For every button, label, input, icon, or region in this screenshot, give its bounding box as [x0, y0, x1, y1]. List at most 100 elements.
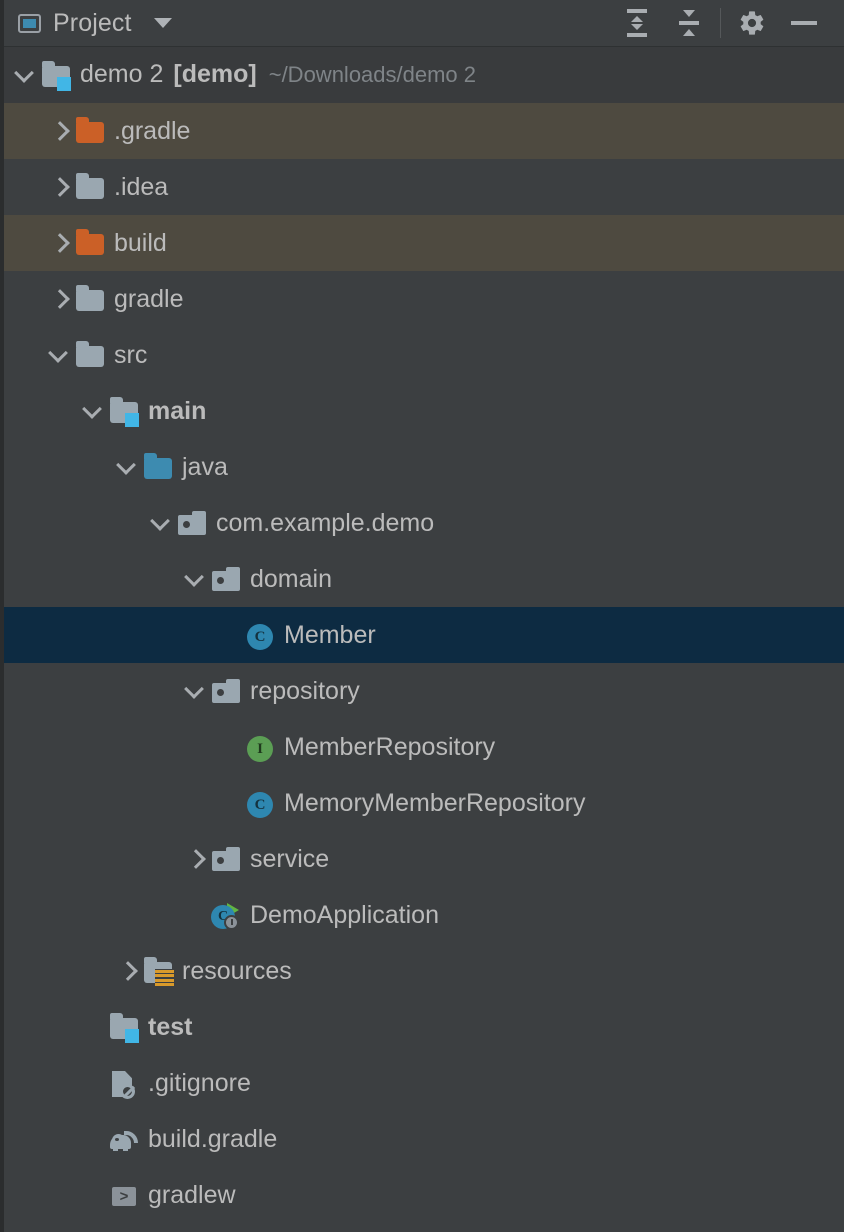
- tree-row-text: domain: [250, 564, 332, 593]
- shell-script-icon: >: [112, 1187, 136, 1206]
- tree-row-text: .gitignore: [148, 1068, 251, 1097]
- tree-row-icon: [108, 1012, 142, 1043]
- tree-row-icon: [40, 60, 74, 91]
- tree-row-icon: [142, 452, 176, 482]
- chevron-down-icon[interactable]: [12, 62, 38, 88]
- tree-row-label: resources: [182, 956, 292, 985]
- tree-row-member[interactable]: C Member: [0, 607, 844, 663]
- toolbar-separator: [720, 8, 721, 38]
- project-tree[interactable]: demo 2[demo]~/Downloads/demo 2 .gradle .id…: [0, 47, 844, 1232]
- tree-row-icon: C: [244, 788, 278, 818]
- tree-row-icon: >: [108, 1180, 142, 1210]
- tree-row-gradlew[interactable]: >gradlew: [0, 1167, 844, 1223]
- tree-row-text: MemoryMemberRepository: [284, 790, 585, 816]
- tree-row-icon: [176, 508, 210, 538]
- tree-row-label: src: [114, 340, 148, 369]
- collapse-all-button[interactable]: [663, 3, 715, 43]
- tree-row-build-gradle[interactable]: build.gradle: [0, 1111, 844, 1167]
- tool-window-title: Project: [53, 8, 132, 37]
- project-view-icon: [18, 13, 41, 33]
- tree-row-service[interactable]: service: [0, 831, 844, 887]
- tree-row-test[interactable]: test: [0, 999, 844, 1055]
- tree-row-icon: [74, 284, 108, 314]
- tree-row-text: src: [114, 340, 148, 369]
- tree-indent-spacer: [80, 1182, 106, 1208]
- tree-row-text: main: [148, 396, 207, 425]
- tree-row-text: gradle: [114, 284, 184, 313]
- chevron-down-icon[interactable]: [182, 566, 208, 592]
- tree-indent-spacer: [80, 1014, 106, 1040]
- chevron-right-icon[interactable]: [46, 230, 72, 256]
- tree-row-icon: [108, 396, 142, 427]
- chevron-down-icon[interactable]: [114, 454, 140, 480]
- tree-row-build[interactable]: build: [0, 215, 844, 271]
- package-icon: [212, 679, 240, 703]
- tree-indent-spacer: [182, 902, 208, 928]
- tool-window-header: Project: [0, 0, 844, 47]
- chevron-right-icon[interactable]: [46, 286, 72, 312]
- tree-row-gradle[interactable]: gradle: [0, 271, 844, 327]
- tree-row-text: service: [250, 846, 329, 872]
- tree-row-src[interactable]: src: [0, 327, 844, 383]
- chevron-down-icon[interactable]: [182, 678, 208, 704]
- tree-indent-spacer: [216, 790, 242, 816]
- tree-row-gradle[interactable]: .gradle: [0, 103, 844, 159]
- tree-row-label: .gitignore: [148, 1068, 251, 1097]
- tree-row-label: main: [148, 396, 207, 425]
- tree-row-main[interactable]: main: [0, 383, 844, 439]
- tree-row-idea[interactable]: .idea: [0, 159, 844, 215]
- module-badge-icon: [57, 77, 71, 91]
- tree-row-label: java: [182, 452, 228, 481]
- tree-row-text: repository: [250, 678, 360, 704]
- module-badge-icon: [125, 1029, 139, 1043]
- settings-gear-icon: [740, 11, 764, 35]
- tree-row-domain[interactable]: domain: [0, 551, 844, 607]
- tree-row-label: demo 2: [80, 60, 164, 88]
- expand-all-button[interactable]: [611, 3, 663, 43]
- tree-row-label: DemoApplication: [250, 900, 439, 929]
- tree-row-label: gradle: [114, 284, 184, 313]
- tree-row-repository[interactable]: repository: [0, 663, 844, 719]
- tree-row-icon: [108, 1124, 142, 1154]
- tree-row-icon: [74, 172, 108, 202]
- chevron-down-icon[interactable]: [153, 18, 172, 28]
- tree-row-text: .gradle: [114, 118, 190, 144]
- tree-row-text: build.gradle: [148, 1124, 278, 1153]
- java-class-icon: C: [247, 624, 273, 650]
- tree-row-text: com.example.demo: [216, 510, 434, 536]
- tree-row-demo-2[interactable]: demo 2[demo]~/Downloads/demo 2: [0, 47, 844, 103]
- tree-indent-spacer: [216, 622, 242, 648]
- tree-row-icon: [142, 956, 176, 987]
- settings-button[interactable]: [726, 3, 778, 43]
- chevron-down-icon[interactable]: [46, 342, 72, 368]
- hide-button[interactable]: [778, 3, 830, 43]
- chevron-down-icon[interactable]: [148, 510, 174, 536]
- resources-badge-icon: [155, 969, 174, 987]
- folder-excluded-icon: [76, 117, 104, 143]
- chevron-right-icon[interactable]: [114, 958, 140, 984]
- tree-row-gitignore[interactable]: .gitignore: [0, 1055, 844, 1111]
- project-view-selector[interactable]: Project: [18, 9, 172, 38]
- tree-row-label: build.gradle: [148, 1124, 278, 1153]
- minimize-icon: [791, 21, 817, 25]
- tree-row-com-example-demo[interactable]: com.example.demo: [0, 495, 844, 551]
- chevron-right-icon[interactable]: [46, 118, 72, 144]
- chevron-right-icon[interactable]: [182, 846, 208, 872]
- window-left-border: [0, 0, 4, 1232]
- folder-excluded-icon: [76, 229, 104, 255]
- tree-row-label: Member: [284, 620, 376, 649]
- chevron-down-icon[interactable]: [80, 398, 106, 424]
- tree-row-icon: [210, 564, 244, 594]
- tree-indent-spacer: [80, 1070, 106, 1096]
- chevron-right-icon[interactable]: [46, 174, 72, 200]
- tree-row-java[interactable]: java: [0, 439, 844, 495]
- tree-row-resources[interactable]: resources: [0, 943, 844, 999]
- tree-row-label: domain: [250, 564, 332, 593]
- module-badge-icon: [125, 413, 139, 427]
- folder-icon: [76, 173, 104, 199]
- package-icon: [212, 567, 240, 591]
